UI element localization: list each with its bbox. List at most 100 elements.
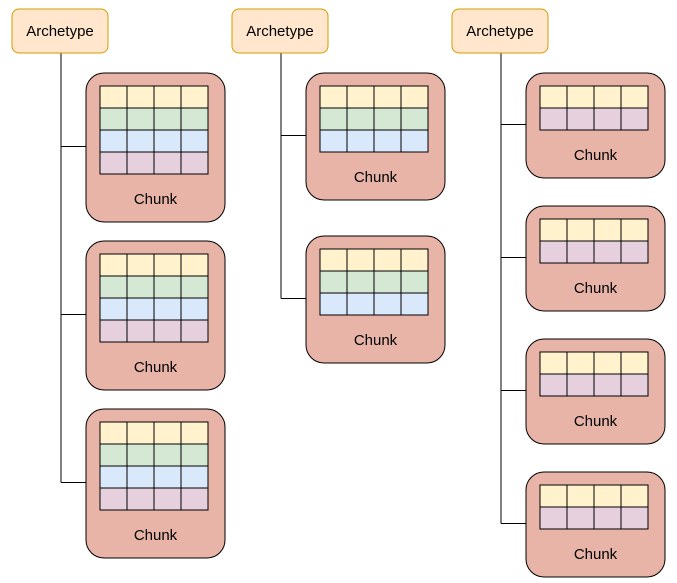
archetype-3-chunk-4: Chunk [525,471,666,578]
grid-cell [593,373,622,397]
archetype-3-chunk-1: Chunk [525,72,666,179]
grid-cell [126,443,155,467]
grid-cell [539,107,568,131]
archetype-3-chunk-2-label: Chunk [574,280,618,297]
grid-cell [539,85,568,109]
grid-cell [99,275,128,299]
grid-cell [319,107,348,131]
grid-cell [126,465,155,489]
grid-cell [400,270,429,294]
grid-cell [400,292,429,316]
grid-cell [319,248,348,272]
grid-cell [566,240,595,264]
connector-lines [60,53,526,524]
archetype-1-chunk-2-label: Chunk [134,359,178,376]
grid-cell [346,129,375,153]
grid-cell [153,107,182,131]
grid-cell [126,151,155,175]
grid-cell [593,218,622,242]
archetype-2-chunk-1: Chunk [305,72,446,201]
grid-cell [620,484,649,508]
grid-cell [400,248,429,272]
grid-cell [126,253,155,277]
grid-cell [620,351,649,375]
grid-cell [346,85,375,109]
grid-cell [566,373,595,397]
diagram-nodes: ArchetypeChunkChunkChunkArchetypeChunkCh… [11,8,666,578]
grid-cell [180,275,209,299]
archetype-3-chunk-3: Chunk [525,338,666,445]
grid-cell [593,484,622,508]
grid-cell [566,218,595,242]
grid-cell [593,85,622,109]
grid-cell [99,319,128,343]
grid-cell [539,218,568,242]
grid-cell [99,129,128,153]
grid-cell [620,107,649,131]
grid-cell [373,292,402,316]
archetype-1-box [11,8,109,54]
grid-cell [180,443,209,467]
archetype-2-chunk-2-label: Chunk [354,332,398,349]
grid-cell [593,351,622,375]
grid-cell [319,129,348,153]
grid-cell [180,487,209,511]
grid-cell [153,487,182,511]
archetype-3-chunk-3-label: Chunk [574,413,618,430]
grid-cell [126,421,155,445]
grid-cell [593,240,622,264]
archetype-3-label: Archetype [466,23,534,40]
grid-cell [180,465,209,489]
grid-cell [153,253,182,277]
grid-cell [566,85,595,109]
archetype-1: Archetype [11,8,109,54]
grid-cell [99,487,128,511]
grid-cell [99,151,128,175]
archetype-1-chunk-1-label: Chunk [134,191,178,208]
grid-cell [346,248,375,272]
archetype-3-chunk-1-label: Chunk [574,147,618,164]
archetype-3: Archetype [451,8,549,54]
grid-cell [180,107,209,131]
grid-cell [99,421,128,445]
archetype-3-box [451,8,549,54]
grid-cell [153,443,182,467]
grid-cell [153,151,182,175]
grid-cell [373,85,402,109]
grid-cell [539,240,568,264]
grid-cell [99,253,128,277]
grid-cell [566,351,595,375]
grid-cell [99,107,128,131]
grid-cell [346,107,375,131]
grid-cell [539,506,568,530]
grid-cell [126,297,155,321]
grid-cell [319,85,348,109]
archetype-1-label: Archetype [26,23,94,40]
grid-cell [180,297,209,321]
grid-cell [566,484,595,508]
archetype-2-chunk-1-label: Chunk [354,169,398,186]
grid-cell [126,275,155,299]
grid-cell [566,107,595,131]
grid-cell [539,351,568,375]
grid-cell [153,319,182,343]
grid-cell [319,292,348,316]
grid-cell [319,270,348,294]
grid-cell [400,85,429,109]
grid-cell [153,129,182,153]
grid-cell [346,292,375,316]
archetype-1-chunk-2: Chunk [85,240,226,391]
archetype-3-chunk-2: Chunk [525,205,666,312]
grid-cell [99,85,128,109]
grid-cell [126,85,155,109]
grid-cell [620,506,649,530]
grid-cell [126,129,155,153]
grid-cell [180,319,209,343]
grid-cell [620,373,649,397]
archetype-2-box [231,8,329,54]
grid-cell [180,151,209,175]
grid-cell [620,85,649,109]
archetype-3-chunk-4-label: Chunk [574,546,618,563]
grid-cell [99,465,128,489]
